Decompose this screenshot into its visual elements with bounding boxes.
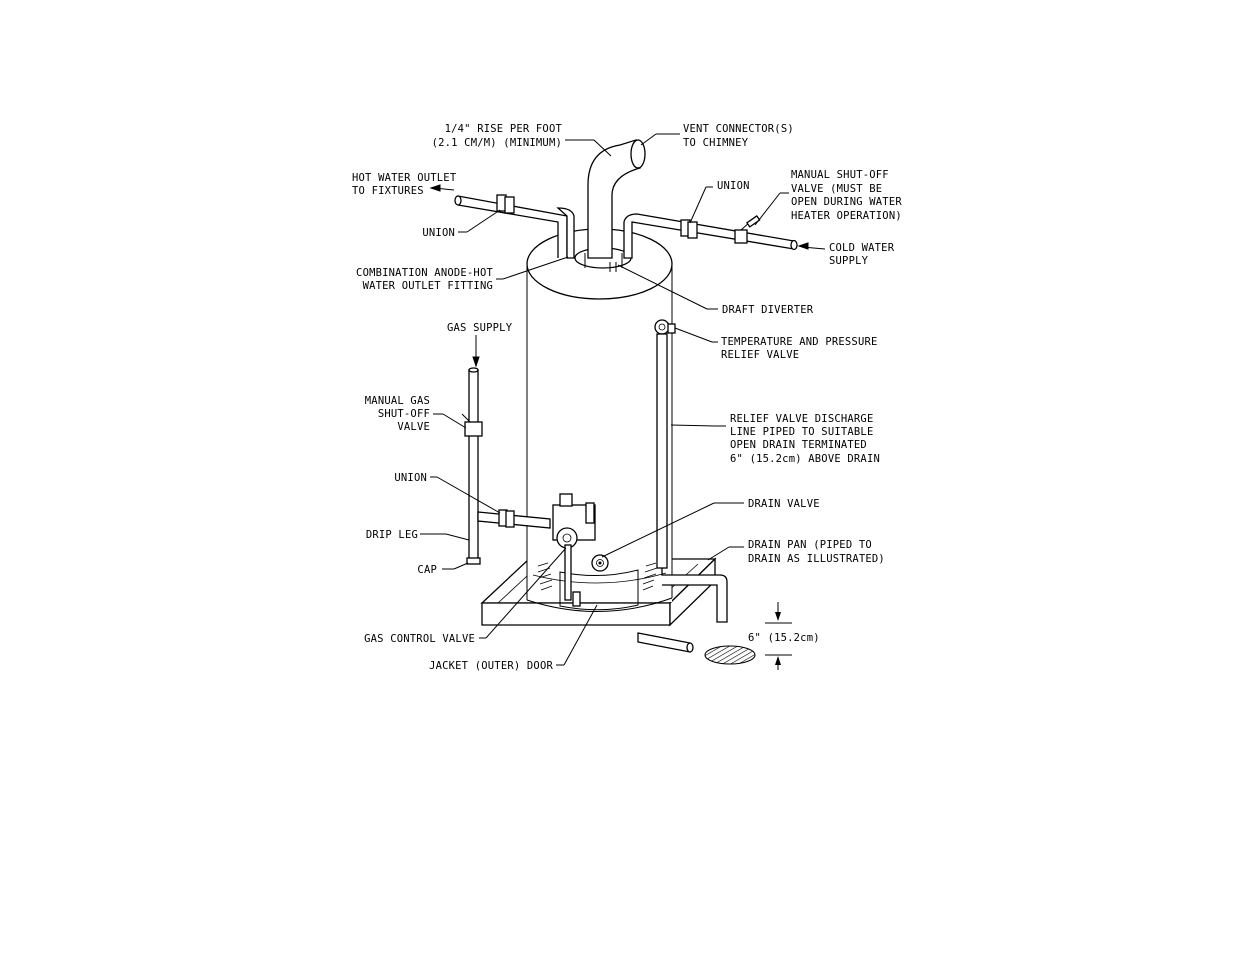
label-draft-diverter: DRAFT DIVERTER bbox=[722, 304, 814, 316]
label-anode-line1: COMBINATION ANODE-HOT bbox=[356, 267, 493, 279]
water-heater-tank bbox=[526, 228, 673, 613]
label-discharge-line1: RELIEF VALVE DISCHARGE bbox=[730, 413, 873, 425]
label-tp-line2: RELIEF VALVE bbox=[721, 349, 799, 361]
label-discharge-line2: LINE PIPED TO SUITABLE bbox=[730, 426, 873, 438]
label-cap: CAP bbox=[417, 564, 437, 576]
label-shutoff-line1: MANUAL SHUT-OFF bbox=[791, 169, 889, 181]
label-tp-line1: TEMPERATURE AND PRESSURE bbox=[721, 336, 878, 348]
label-drip-leg: DRIP LEG bbox=[366, 529, 418, 541]
label-cold-line1: COLD WATER bbox=[829, 242, 895, 254]
leader-lines bbox=[420, 133, 826, 666]
label-gas-valve-line3: VALVE bbox=[397, 421, 430, 433]
label-vent-line1: VENT CONNECTOR(S) bbox=[683, 123, 794, 135]
label-shutoff-line3: OPEN DURING WATER bbox=[791, 196, 902, 208]
label-drain-pan-line2: DRAIN AS ILLUSTRATED) bbox=[748, 553, 885, 565]
label-cold-line2: SUPPLY bbox=[829, 255, 869, 267]
label-gas-supply: GAS SUPPLY bbox=[447, 322, 513, 334]
gas-control-valve-body bbox=[552, 493, 596, 607]
label-discharge-line3: OPEN DRAIN TERMINATED bbox=[730, 439, 867, 451]
dimension-marks bbox=[765, 602, 792, 670]
label-shutoff-line2: VALVE (MUST BE bbox=[791, 183, 882, 195]
label-gas-control-valve: GAS CONTROL VALVE bbox=[364, 633, 475, 645]
cold-water-piping bbox=[623, 213, 798, 259]
label-union-top-right: UNION bbox=[717, 180, 750, 192]
label-anode-line2: WATER OUTLET FITTING bbox=[363, 280, 493, 292]
label-union-left: UNION bbox=[394, 472, 427, 484]
label-rise-line2: (2.1 CM/M) (MINIMUM) bbox=[432, 137, 562, 149]
label-rise-line1: 1/4" RISE PER FOOT bbox=[445, 123, 563, 135]
relief-valve-and-discharge-line bbox=[654, 319, 728, 623]
label-gas-valve-line2: SHUT-OFF bbox=[378, 408, 430, 420]
label-hot-outlet-line1: HOT WATER OUTLET bbox=[352, 172, 457, 184]
drain-opening bbox=[704, 645, 756, 665]
draft-diverter-and-vent bbox=[574, 139, 646, 272]
label-drain-pan-line1: DRAIN PAN (PIPED TO bbox=[748, 539, 872, 551]
label-discharge-line4: 6" (15.2cm) ABOVE DRAIN bbox=[730, 453, 880, 465]
callout-labels: 1/4" RISE PER FOOT (2.1 CM/M) (MINIMUM) … bbox=[352, 123, 902, 672]
label-dimension: 6" (15.2cm) bbox=[748, 632, 820, 644]
hot-water-piping bbox=[454, 194, 575, 259]
label-drain-valve: DRAIN VALVE bbox=[748, 498, 820, 510]
gas-piping bbox=[461, 367, 551, 565]
label-vent-line2: TO CHIMNEY bbox=[683, 137, 749, 149]
label-jacket-door: JACKET (OUTER) DOOR bbox=[429, 660, 553, 672]
label-union-top-left: UNION bbox=[422, 227, 455, 239]
label-shutoff-line4: HEATER OPERATION) bbox=[791, 210, 902, 222]
label-hot-outlet-line2: TO FIXTURES bbox=[352, 185, 424, 197]
label-gas-valve-line1: MANUAL GAS bbox=[365, 395, 430, 407]
